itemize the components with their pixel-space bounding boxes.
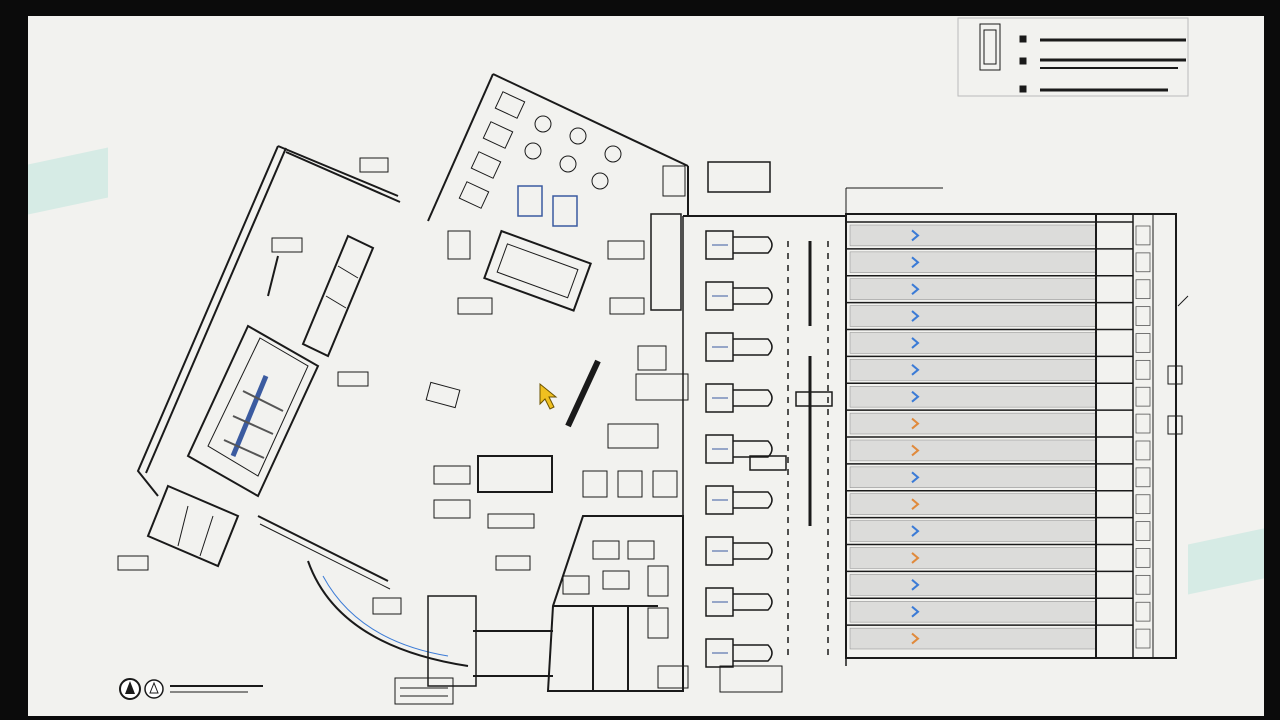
foul-line-marker [911, 605, 920, 618]
bowling-lane [849, 251, 1097, 273]
foul-line-marker [911, 498, 920, 510]
upper-lounge [427, 73, 689, 312]
lane-seating-group [705, 536, 773, 566]
bowling-lane [849, 305, 1097, 327]
pinsetter [1135, 306, 1151, 326]
pinsetter [1135, 574, 1151, 595]
lane-seating-group [705, 587, 773, 617]
bowling-lane [849, 493, 1097, 515]
title-block [957, 17, 1189, 97]
lane-seating-group [705, 281, 773, 311]
central-floor [117, 157, 689, 615]
pinsetter [1135, 467, 1151, 488]
lane-area [845, 187, 1189, 659]
foul-line-marker [911, 552, 920, 564]
pinsetter [1135, 279, 1151, 300]
foul-line-marker [911, 579, 920, 591]
mouse-pointer-icon [539, 382, 558, 410]
lane-seating-group [705, 383, 773, 413]
pinsetter [1135, 386, 1151, 407]
foul-line-marker [911, 525, 920, 537]
bowling-lane [849, 412, 1097, 435]
lane-seating-group [705, 485, 773, 515]
left-wing [136, 145, 401, 590]
foul-line-marker [911, 256, 920, 269]
bowling-lane [849, 466, 1097, 488]
legend [119, 677, 454, 705]
pinsetter [1135, 413, 1151, 434]
lane-seating-group [705, 434, 773, 464]
bowling-lane [849, 439, 1097, 462]
pinsetter [1135, 521, 1151, 541]
pinsetter [1135, 628, 1151, 649]
bowling-lane [849, 601, 1097, 623]
lane-seating-group [705, 230, 773, 260]
pinsetter [1135, 494, 1151, 515]
bowling-lane [849, 224, 1097, 247]
bowling-lane [849, 547, 1097, 569]
bowling-lane [849, 386, 1097, 408]
bowling-lane [849, 359, 1097, 381]
foul-line-marker [911, 337, 920, 349]
pinsetter [1135, 359, 1151, 380]
bowling-lane [849, 332, 1097, 354]
curved-entry-glazing [322, 575, 449, 657]
curved-entry-wall [307, 560, 469, 667]
pinsetter [1135, 252, 1151, 273]
lane-seating-group [705, 332, 773, 362]
pinsetter [1135, 548, 1151, 568]
floor-plan [117, 17, 1189, 705]
foul-line-marker [911, 310, 920, 322]
pinsetter [1135, 601, 1151, 622]
bowling-lane [849, 278, 1097, 300]
pinsetter [1135, 333, 1151, 353]
foul-line-marker [911, 632, 920, 645]
foul-line-marker [911, 390, 920, 403]
foul-line-marker [911, 283, 920, 295]
bowling-lane [849, 627, 1097, 650]
bowling-lane [849, 574, 1097, 596]
foul-line-marker [911, 444, 920, 457]
drawing-sheet [28, 16, 1264, 716]
foul-line-marker [911, 471, 920, 484]
bowling-lane [849, 520, 1097, 542]
pinsetter [1135, 440, 1151, 461]
foul-line-marker [911, 417, 920, 430]
foul-line-marker [911, 229, 920, 242]
lane-seating-group [705, 638, 773, 668]
service-block [427, 515, 783, 693]
foul-line-marker [911, 364, 920, 376]
seating-rows [650, 161, 847, 668]
pinsetter [1135, 225, 1151, 246]
